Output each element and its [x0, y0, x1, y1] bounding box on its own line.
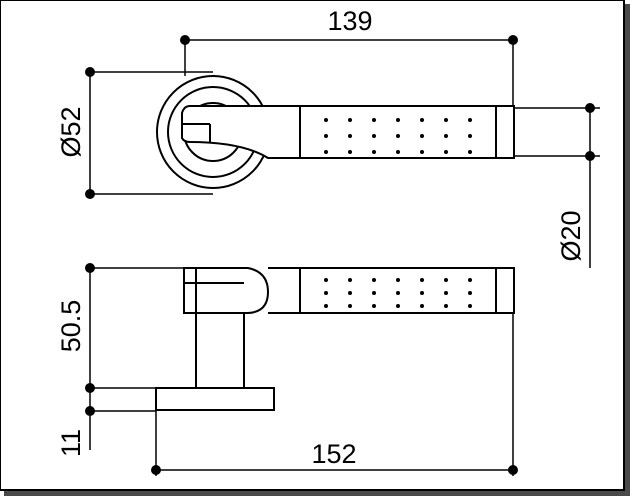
top-grip-dots [324, 118, 472, 154]
grip-dot [324, 291, 328, 295]
lever-hub [183, 267, 270, 314]
grip-dot [444, 150, 448, 154]
grip-dot [396, 118, 400, 122]
grip-dot [468, 291, 472, 295]
grip-dot [348, 150, 352, 154]
grip-dot [324, 118, 328, 122]
grip-dot [348, 134, 352, 138]
grip-dot [468, 118, 472, 122]
grip-dot [420, 118, 424, 122]
grip-dot [372, 150, 376, 154]
grip-dot [396, 134, 400, 138]
grip-dot [396, 278, 400, 282]
dim-label-139: 139 [327, 6, 372, 36]
dim-dot [151, 465, 161, 475]
grip-dot [324, 278, 328, 282]
dim-dot [585, 103, 595, 113]
grip-dot [444, 291, 448, 295]
grip-dot [396, 150, 400, 154]
grip-dot [420, 134, 424, 138]
grip-dot [468, 304, 472, 308]
grip-dot [372, 278, 376, 282]
dim-dot [85, 67, 95, 77]
grip-dot [372, 118, 376, 122]
grip-dot [420, 304, 424, 308]
grip-dot [348, 118, 352, 122]
grip-dot [324, 134, 328, 138]
grip-dot [420, 150, 424, 154]
dim-dot [85, 383, 95, 393]
grip-dot [420, 291, 424, 295]
grip-dot [348, 291, 352, 295]
dim-dot [85, 406, 95, 416]
lever-grip [299, 105, 497, 159]
grip-dot [372, 291, 376, 295]
dim-dot [585, 151, 595, 161]
dim-label-152: 152 [311, 439, 356, 469]
top-view [156, 75, 515, 189]
dim-label-11: 11 [56, 429, 86, 457]
grip-dot [348, 304, 352, 308]
rose-base [155, 387, 275, 411]
grip-dot [324, 304, 328, 308]
grip-dot [348, 278, 352, 282]
grip-dot [420, 278, 424, 282]
grip-dot [372, 134, 376, 138]
lever-neck [181, 105, 301, 159]
grip-dot [468, 150, 472, 154]
dim-dot [85, 189, 95, 199]
lever-hub-edge [183, 267, 197, 314]
grip-dot [444, 134, 448, 138]
grip-dot [444, 118, 448, 122]
grip-dot [444, 304, 448, 308]
dimension-dots [85, 35, 595, 475]
grip-dot [396, 304, 400, 308]
dim-dot [85, 263, 95, 273]
dim-dot [508, 35, 518, 45]
dim-label-d52: Ø52 [56, 106, 86, 157]
grip-dot [324, 150, 328, 154]
grip-dot [468, 134, 472, 138]
grip-dot [444, 278, 448, 282]
side-lever-end-cap [495, 267, 515, 314]
dim-dot [508, 465, 518, 475]
dim-dot [180, 35, 190, 45]
grip-dot [468, 278, 472, 282]
side-grip-dots [324, 278, 472, 308]
dim-label-50-5: 50.5 [56, 300, 86, 353]
dim-label-d20: Ø20 [556, 210, 586, 261]
grip-dot [396, 291, 400, 295]
lever-end-cap [495, 105, 515, 159]
grip-dot [372, 304, 376, 308]
